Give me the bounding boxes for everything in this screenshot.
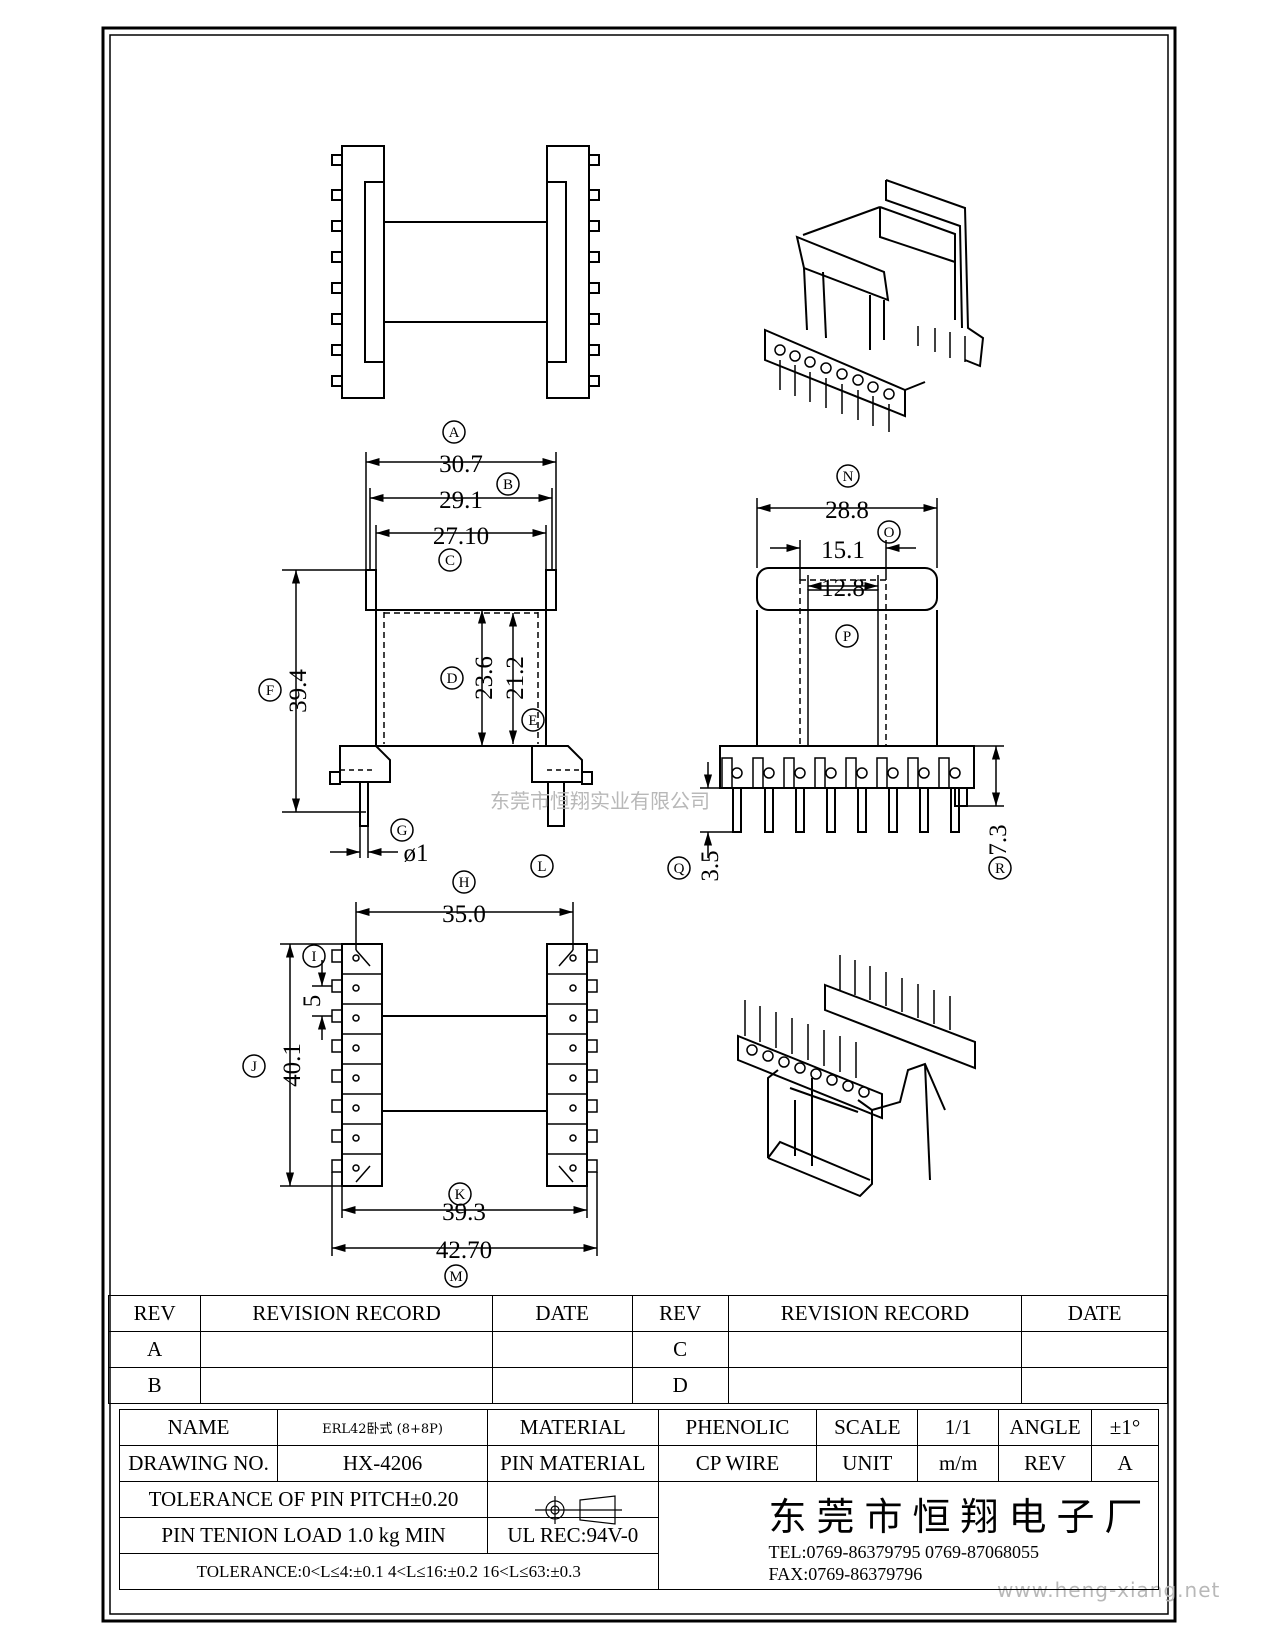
tolerance-general: TOLERANCE:0<L≤4:±0.1 4<L≤16:±0.2 16<L≤63… (119, 1553, 659, 1590)
label-D: D (447, 671, 458, 687)
label-E: E (528, 713, 537, 729)
label-N: N (843, 469, 854, 485)
label-R: R (995, 861, 1005, 877)
pin-material-label: PIN MATERIAL (487, 1445, 659, 1482)
rev-value: A (1091, 1445, 1159, 1482)
projection-cell (487, 1481, 659, 1518)
revision-row: A C (107, 1331, 1168, 1368)
record-cell (727, 1331, 1023, 1368)
material-value: PHENOLIC (657, 1409, 818, 1446)
dim-F-value: 39.4 (285, 669, 312, 713)
ul-rec: UL REC:94V-0 (487, 1517, 659, 1554)
iso-view-top (764, 179, 985, 432)
dim-B-value: 29.1 (439, 487, 483, 514)
scale-label: SCALE (816, 1409, 919, 1446)
label-C: C (445, 553, 455, 569)
name-label: NAME (118, 1409, 279, 1446)
unit-label: UNIT (816, 1445, 919, 1482)
dim-P-value: 12.8 (821, 575, 865, 602)
label-F: F (266, 683, 274, 699)
rev-cell: D (631, 1367, 729, 1404)
dim-A-value: 30.7 (439, 451, 483, 478)
dim-I-value: 5 (299, 995, 326, 1008)
label-K: K (455, 1187, 466, 1203)
dim-N-value: 28.8 (825, 497, 869, 524)
dim-K-value: 39.3 (442, 1199, 486, 1226)
drawing-no-value: HX-4206 (277, 1445, 489, 1482)
pin-tension: PIN TENION LOAD 1.0 kg MIN (118, 1517, 489, 1554)
unit-value: m/m (917, 1445, 1000, 1482)
date-cell (491, 1367, 633, 1404)
dim-C-value: 27.10 (433, 523, 489, 550)
company-name: 东莞市恒翔电子厂 (768, 1495, 1153, 1539)
company-tel: TEL:0769-86379795 0769-87068055 (768, 1542, 1040, 1562)
pin-material-value: CP WIRE (657, 1445, 818, 1482)
rev-cell: C (631, 1331, 729, 1368)
date-cell (1021, 1331, 1168, 1368)
label-A: A (449, 425, 460, 441)
revision-header-row: REV REVISION RECORD DATE REV REVISION RE… (107, 1295, 1168, 1332)
dim-Q-value: 3.5 (697, 850, 724, 881)
dim-H-value: 35.0 (442, 901, 486, 928)
label-I: I (312, 949, 317, 965)
iso-view-bottom (737, 955, 976, 1198)
label-P: P (843, 629, 851, 645)
label-M: M (449, 1269, 462, 1285)
angle-value: ±1° (1091, 1409, 1159, 1446)
title-block: NAME ERL42卧式 (8+8P) MATERIAL PHENOLIC SC… (118, 1409, 1160, 1590)
date-header: DATE (491, 1295, 633, 1332)
dim-J-value: 40.1 (279, 1043, 306, 1087)
record-cell (727, 1367, 1023, 1404)
company-fax: FAX:0769-86379796 (768, 1564, 923, 1584)
revision-record-header-2: REVISION RECORD (727, 1295, 1023, 1332)
rev-cell: A (107, 1331, 202, 1368)
revision-row: B D (107, 1367, 1168, 1404)
company-cell: 东莞市恒翔电子厂 TEL:0769-86379795 0769-87068055… (657, 1481, 1160, 1590)
date-cell (491, 1331, 633, 1368)
outer-border (101, 26, 1177, 1623)
scale-value: 1/1 (917, 1409, 1000, 1446)
dim-E-value: 21.2 (502, 656, 529, 700)
material-label: MATERIAL (487, 1409, 659, 1446)
inner-border (109, 34, 1169, 1615)
label-B: B (503, 477, 513, 493)
dim-M-value: 42.70 (436, 1237, 492, 1264)
revision-table: REV REVISION RECORD DATE REV REVISION RE… (107, 1295, 1168, 1404)
side-view (719, 567, 975, 833)
rev-header: REV (107, 1295, 202, 1332)
label-G: G (397, 823, 408, 839)
label-H: H (459, 875, 470, 891)
dim-D-value: 23.6 (471, 656, 498, 700)
tolerance-pitch: TOLERANCE OF PIN PITCH±0.20 (118, 1481, 489, 1518)
bottom-view (331, 943, 598, 1187)
rev-cell: B (107, 1367, 202, 1404)
label-O: O (884, 525, 895, 541)
dim-R-value: 7.3 (985, 824, 1012, 855)
rev-label: REV (998, 1445, 1093, 1482)
label-Q: Q (674, 861, 685, 877)
dim-O-value: 15.1 (821, 537, 865, 564)
label-L: L (537, 859, 546, 875)
record-cell (200, 1331, 493, 1368)
dim-G-value: ø1 (404, 840, 429, 867)
angle-label: ANGLE (998, 1409, 1093, 1446)
top-left-view (331, 145, 600, 399)
date-header-2: DATE (1021, 1295, 1168, 1332)
drawing-no-label: DRAWING NO. (118, 1445, 279, 1482)
front-view (329, 569, 593, 827)
revision-record-header: REVISION RECORD (200, 1295, 493, 1332)
name-value: ERL42卧式 (8+8P) (277, 1409, 489, 1446)
center-watermark: 东莞市恒翔实业有限公司 (490, 789, 710, 813)
rev-header-2: REV (631, 1295, 729, 1332)
date-cell (1021, 1367, 1168, 1404)
label-J: J (251, 1059, 257, 1075)
record-cell (200, 1367, 493, 1404)
